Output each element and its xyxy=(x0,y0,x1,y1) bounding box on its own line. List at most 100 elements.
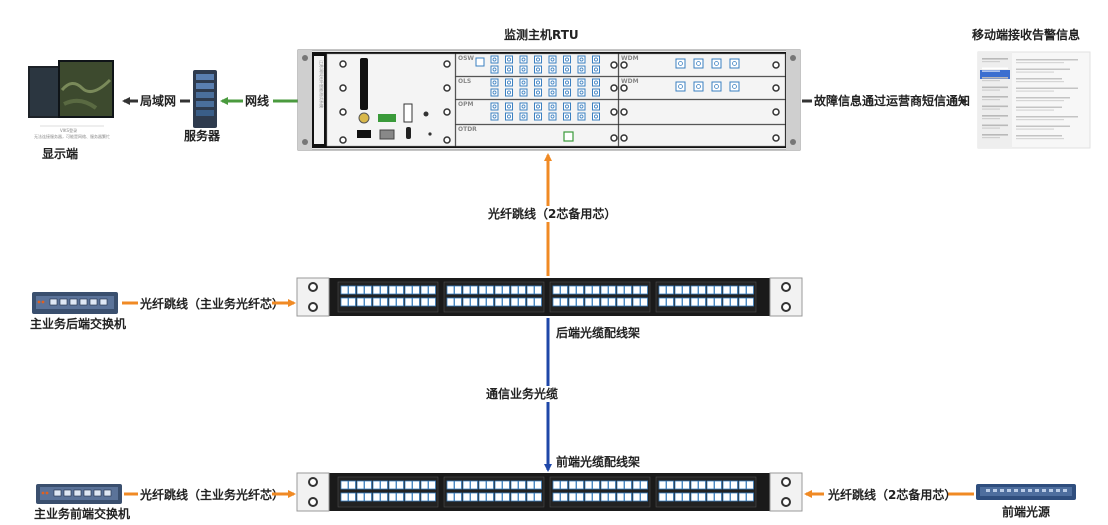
odf-port xyxy=(526,297,535,307)
map-terrain xyxy=(60,78,112,94)
odf-port xyxy=(608,492,616,502)
odf-port xyxy=(486,297,494,307)
ols-port xyxy=(519,88,528,97)
light-source-led xyxy=(1000,489,1004,492)
opm-port xyxy=(592,102,600,111)
wdm-port-core xyxy=(696,84,701,89)
display-label: 显示端 xyxy=(42,146,78,161)
odf-port xyxy=(428,492,436,502)
server-icon: 服务器 xyxy=(184,70,221,143)
mobile-sidebar-line xyxy=(982,105,1008,108)
ols-port xyxy=(534,78,542,87)
module-thumb-screw xyxy=(772,84,780,92)
back-odf xyxy=(296,277,803,317)
odf-port xyxy=(534,297,542,307)
odf-port xyxy=(730,480,738,490)
rtu-screw-3 xyxy=(790,55,796,61)
display-screen-title: VIKS登录 xyxy=(60,127,77,133)
lan-label: 局域网 xyxy=(140,93,176,108)
odf-port xyxy=(666,492,674,502)
odf-port xyxy=(568,492,577,502)
odf-port xyxy=(462,492,471,502)
osw-port-core xyxy=(492,67,497,72)
ols-port-core xyxy=(594,90,598,95)
opm-port-core xyxy=(536,104,540,109)
odf-port xyxy=(560,492,568,502)
odf-port xyxy=(340,297,349,307)
opm-port xyxy=(563,102,571,111)
osw-port-core xyxy=(536,67,540,72)
odf-port xyxy=(412,492,420,502)
wdm-port xyxy=(729,58,740,69)
osw-port-core xyxy=(507,67,511,72)
opm-port xyxy=(490,112,499,121)
odf-port xyxy=(470,492,478,502)
mobile-message-line xyxy=(1016,78,1062,80)
mobile-sidebar-line xyxy=(982,99,1000,101)
odf-port xyxy=(552,297,561,307)
ols-port xyxy=(577,88,586,97)
odf-port xyxy=(534,285,542,295)
osw-port-core xyxy=(536,57,540,62)
back-odf-screw-3 xyxy=(781,282,791,292)
osw-port xyxy=(563,65,571,74)
ols-port-core xyxy=(492,80,497,85)
ols-port-core xyxy=(565,90,569,95)
module-thumb-screw xyxy=(610,61,618,69)
rtu-blank-card-2 xyxy=(618,124,786,147)
rtu-led xyxy=(423,111,429,117)
module-thumb-screw xyxy=(772,61,780,69)
odf-port xyxy=(624,297,632,307)
odf-port xyxy=(632,492,641,502)
odf-port xyxy=(380,480,388,490)
odf-port xyxy=(674,492,683,502)
module-thumb-screw xyxy=(772,108,780,116)
ols-port xyxy=(490,78,499,87)
odf-port xyxy=(674,480,683,490)
mobile-message-line xyxy=(1016,87,1078,89)
light-source-led xyxy=(993,489,997,492)
light-source-led xyxy=(1007,489,1011,492)
odf-port xyxy=(576,492,584,502)
module-thumb-screw xyxy=(610,108,618,116)
front-switch-label: 主业务前端交换机 xyxy=(34,506,130,521)
display-map-screen xyxy=(60,62,112,116)
odf-port xyxy=(552,480,561,490)
odf-port xyxy=(518,492,526,502)
mobile-message-line xyxy=(1016,116,1078,118)
odf-port xyxy=(372,285,381,295)
osw-port-core xyxy=(594,67,598,72)
odf-port xyxy=(698,492,706,502)
rtu-chassis: 江苏润科光纤智能测试系统 OSW OLS OPM xyxy=(297,49,801,151)
osw-port xyxy=(577,55,586,64)
wdm-port-core xyxy=(678,84,683,89)
wdm-port xyxy=(711,81,722,92)
module-thumb-screw xyxy=(620,84,628,92)
back-odf-label: 后端光缆配线架 xyxy=(556,325,640,340)
odf-port xyxy=(568,480,577,490)
odf-port xyxy=(526,285,535,295)
wdm-port-core xyxy=(714,61,719,66)
odf-port xyxy=(420,285,429,295)
light-source-leds xyxy=(986,489,1067,492)
mobile-sidebar-line xyxy=(982,80,1000,82)
odf-port xyxy=(616,492,625,502)
opm-port xyxy=(548,102,557,111)
odf-port xyxy=(486,492,494,502)
odf-port xyxy=(592,297,600,307)
odf-port xyxy=(364,297,372,307)
ols-port xyxy=(505,78,513,87)
rtu-blank-card-1 xyxy=(618,99,786,125)
odf-port xyxy=(560,480,568,490)
osw-port-core xyxy=(579,57,584,62)
odf-port xyxy=(714,297,722,307)
odf-port xyxy=(682,297,690,307)
odf-port xyxy=(494,297,503,307)
wdm-2-label: WDM xyxy=(621,78,639,85)
odf-port xyxy=(412,480,420,490)
odf-port xyxy=(478,480,487,490)
ols-port-core xyxy=(521,80,526,85)
switch-port xyxy=(103,489,112,497)
osw-port xyxy=(592,55,600,64)
